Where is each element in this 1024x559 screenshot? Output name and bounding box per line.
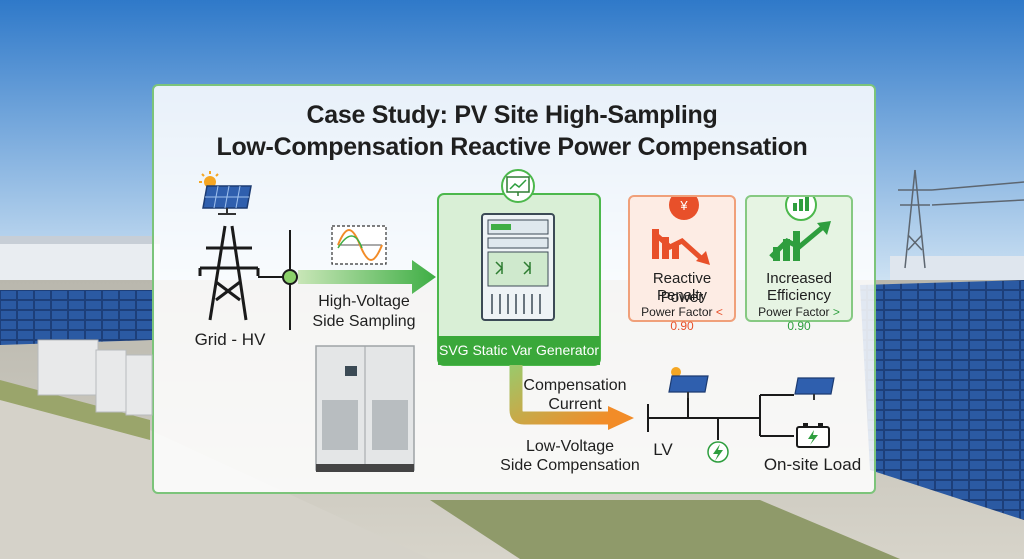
solar-panel-icon [202, 185, 252, 215]
penalty-card-graphics: ¥ [652, 197, 710, 265]
efficiency-pf-value: > 0.90 [787, 305, 840, 333]
title-line-1: Case Study: PV Site High-Sampling [306, 101, 718, 129]
efficiency-card-graphics [769, 197, 831, 261]
penalty-pf-text: Power Factor [641, 305, 713, 319]
waveform-icon [331, 225, 387, 265]
up-trend-icon [769, 221, 831, 261]
money-bag-icon: ¥ [669, 197, 699, 220]
efficiency-card: Increased Efficiency Power Factor > 0.90 [745, 195, 853, 333]
efficiency-title-line-1: Increased [766, 270, 832, 287]
lv-label: LV [653, 440, 673, 459]
penalty-title-line-2: Penalty [656, 287, 708, 304]
compensation-current-line-1: Compensation [523, 377, 627, 394]
down-trend-icon [652, 229, 710, 265]
sampling-arrow [298, 260, 436, 294]
transmission-tower-icon [198, 225, 260, 321]
compensation-arrow [509, 365, 610, 425]
penalty-card: ¥ Reactive Power Penalty Power Factor < … [628, 195, 736, 333]
sampling-label-line-1: High-Voltage [318, 293, 410, 310]
penalty-power-factor: Power Factor < 0.90 [630, 305, 734, 333]
efficiency-power-factor: Power Factor > 0.90 [747, 305, 851, 333]
battery-icon [796, 423, 830, 448]
lightning-icon [707, 441, 729, 463]
chart-badge-icon [785, 197, 817, 221]
svg-cabinet-icon [481, 213, 555, 321]
compensation-current-line-2: Current [548, 396, 602, 413]
lv-compensation-line-2: Side Compensation [500, 457, 640, 474]
on-site-load-label: On-site Load [763, 455, 862, 474]
sampling-label-line-2: Side Sampling [312, 313, 416, 330]
monitor-chart-icon [501, 169, 535, 203]
penalty-title-line-1: Reactive Power [652, 270, 712, 306]
svg-generator-label: SVG Static Var Generator [438, 342, 600, 358]
lv-compensation-line-1: Low-Voltage [525, 438, 615, 455]
efficiency-pf-text: Power Factor [758, 305, 830, 319]
coin-symbol: ¥ [679, 198, 688, 213]
field-cabinet-photo [315, 345, 415, 472]
grid-label: Grid - HV [194, 330, 266, 349]
efficiency-title-line-2: Efficiency [767, 287, 831, 304]
penalty-pf-value: < 0.90 [670, 305, 723, 333]
title-line-2: Low-Compensation Reactive Power Compensa… [216, 133, 808, 161]
sun-icon [199, 171, 219, 188]
